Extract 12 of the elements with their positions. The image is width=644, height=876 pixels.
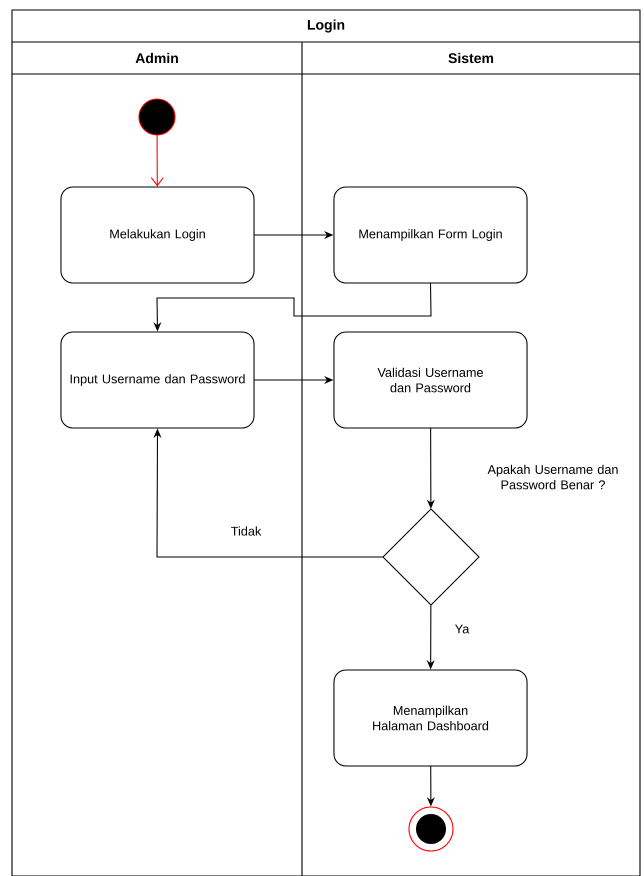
action-box: Melakukan Login <box>60 186 255 284</box>
action-box: Input Username dan Password <box>60 331 255 429</box>
edge-label: Tidak <box>228 524 264 538</box>
action-box: Menampilkan Form Login <box>333 186 528 284</box>
action-box: Validasi Username dan Password <box>333 331 528 429</box>
end-node <box>408 806 454 852</box>
start-node <box>138 98 176 136</box>
decision-diamond <box>382 508 480 606</box>
action-box: Menampilkan Halaman Dashboard <box>333 669 528 767</box>
edge-label: Ya <box>452 622 472 636</box>
arrow <box>150 136 164 186</box>
note-text: Apakah Username dan Password Benar ? <box>488 464 618 490</box>
